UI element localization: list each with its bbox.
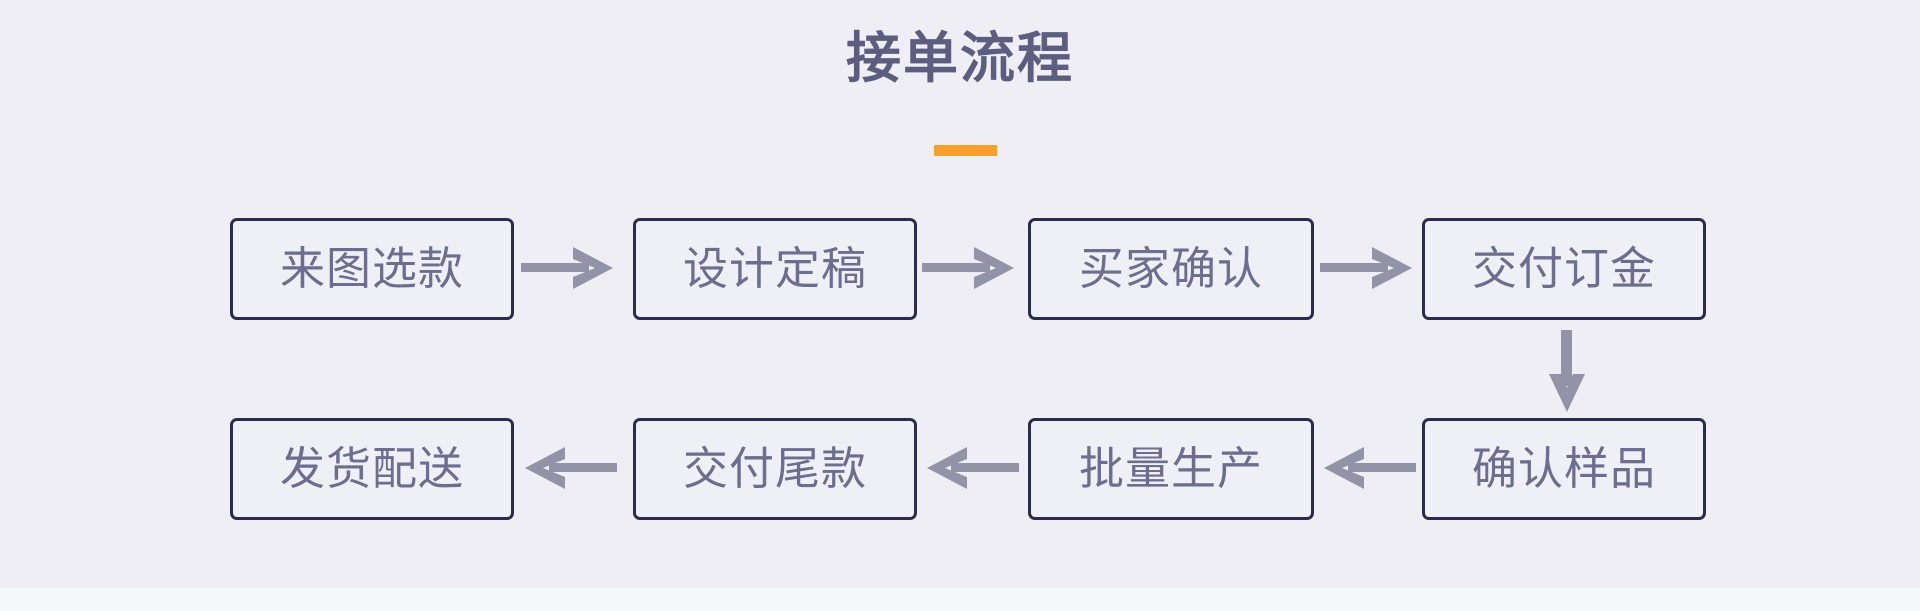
flow-step-7[interactable]: 交付尾款 <box>633 418 917 520</box>
arrow-right-icon-2 <box>922 243 1018 293</box>
flow-step-5-label: 确认样品 <box>1471 443 1656 494</box>
flow-step-2[interactable]: 设计定稿 <box>633 218 917 320</box>
flow-step-1-label: 来图选款 <box>279 243 464 294</box>
flow-step-3-label: 买家确认 <box>1078 243 1263 294</box>
arrow-left-icon-2 <box>923 443 1019 493</box>
flow-step-4[interactable]: 交付订金 <box>1422 218 1706 320</box>
flow-step-8[interactable]: 发货配送 <box>230 418 514 520</box>
flow-step-6[interactable]: 批量生产 <box>1028 418 1314 520</box>
flow-step-8-label: 发货配送 <box>279 443 464 494</box>
arrow-left-icon-1 <box>1320 443 1416 493</box>
flow-step-3[interactable]: 买家确认 <box>1028 218 1314 320</box>
arrow-right-icon-3 <box>1320 243 1416 293</box>
title-accent-bar <box>934 145 997 156</box>
flow-step-2-label: 设计定稿 <box>682 243 867 294</box>
flow-step-4-label: 交付订金 <box>1471 243 1656 294</box>
flow-step-7-label: 交付尾款 <box>682 443 867 494</box>
arrow-left-icon-3 <box>521 443 617 493</box>
arrow-right-icon-1 <box>521 243 617 293</box>
arrow-down-icon <box>1545 330 1589 416</box>
page-title: 接单流程 <box>845 28 1074 89</box>
title-block: 接单流程 <box>0 28 1920 90</box>
flow-step-5[interactable]: 确认样品 <box>1422 418 1706 520</box>
flow-step-6-label: 批量生产 <box>1078 443 1263 494</box>
diagram-stage: 接单流程 来图选款 设计定稿 买家确认 交付订金 确认样品 批量生产 交付尾款 … <box>0 28 1920 520</box>
flow-step-1[interactable]: 来图选款 <box>230 218 514 320</box>
